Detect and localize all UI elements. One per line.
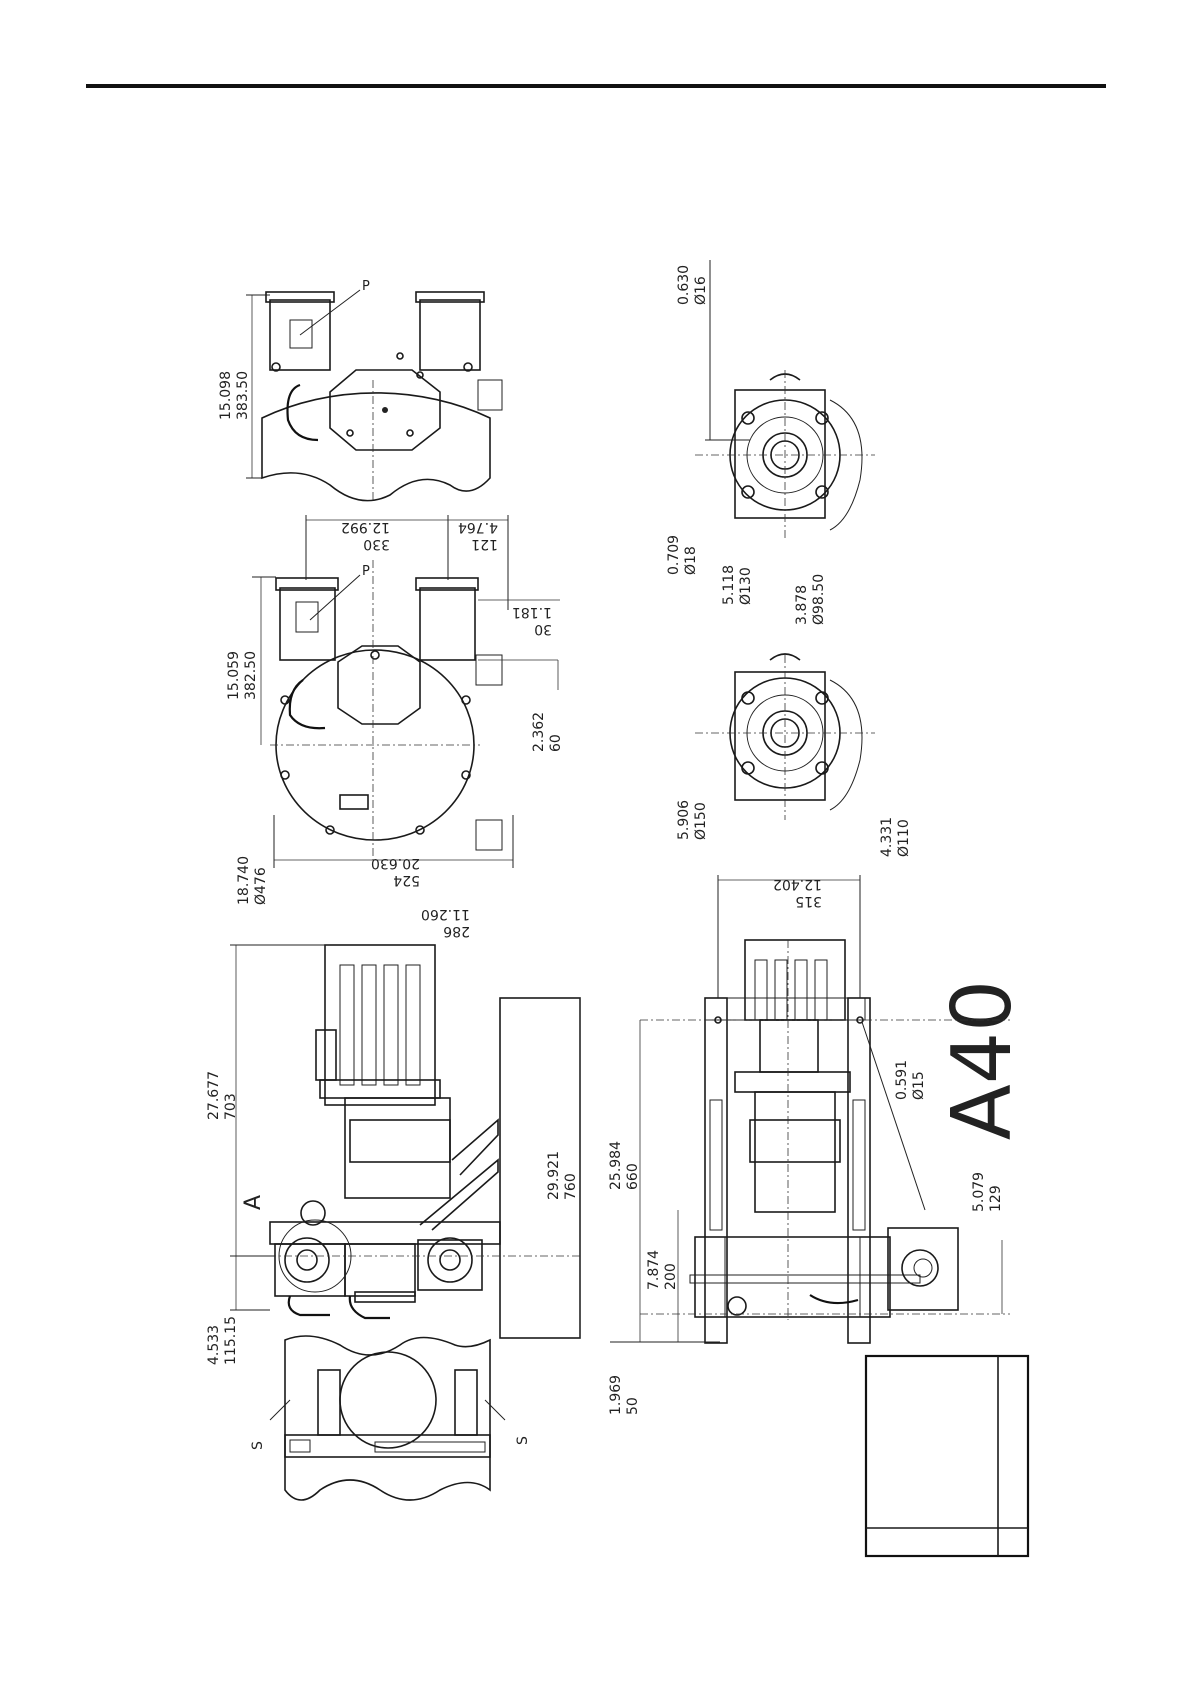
dim-12402: 315 12.402 [773,876,822,909]
label-s-2: S [515,1436,531,1445]
svg-text:25.984: 25.984 [608,1141,624,1190]
svg-text:383.50: 383.50 [235,371,251,420]
svg-text:200: 200 [663,1263,679,1290]
dim-11260: 286 11.260 [421,906,470,939]
svg-text:Ø150: Ø150 [693,802,709,840]
svg-text:Ø130: Ø130 [738,567,754,605]
view-cover-partial: P [246,279,502,501]
svg-text:Ø110: Ø110 [896,819,912,857]
svg-text:60: 60 [548,734,564,752]
svg-text:5.118: 5.118 [721,565,737,605]
dim-15059: 15.059 382.50 [226,651,259,700]
dim-2362: 2.362 60 [531,712,564,752]
svg-text:0.591: 0.591 [894,1060,910,1100]
model-label: A40 [935,980,1030,1140]
dim-4764: 121 4.764 [458,519,498,552]
svg-text:660: 660 [625,1163,641,1190]
svg-text:0.630: 0.630 [676,265,692,305]
dim-20630: 524 20.630 [371,855,420,888]
view-a-marker: A [241,1195,266,1210]
svg-text:524: 524 [393,872,420,888]
label-p-1: P [362,279,370,294]
view-flange-detail-2 [695,654,875,820]
svg-text:7.874: 7.874 [646,1250,662,1290]
svg-text:12.402: 12.402 [773,876,822,892]
svg-text:4.533: 4.533 [206,1325,222,1365]
title-block [866,1356,1028,1556]
svg-text:115.15: 115.15 [223,1316,239,1365]
svg-text:11.260: 11.260 [421,906,470,922]
svg-text:5.079: 5.079 [971,1172,987,1212]
svg-text:382.50: 382.50 [243,651,259,700]
view-base-section: S S [250,1336,531,1500]
svg-text:760: 760 [563,1173,579,1200]
svg-text:129: 129 [988,1185,1004,1212]
view-side-elevation: A [230,945,580,1338]
svg-text:30: 30 [534,621,552,637]
svg-text:50: 50 [625,1397,641,1415]
svg-text:3.878: 3.878 [794,585,810,625]
dim-15098: 15.098 383.50 [218,371,251,420]
svg-text:2.362: 2.362 [531,712,547,752]
dim-0630: 0.630 Ø16 [676,265,709,305]
dim-0591: 0.591 Ø15 [894,1060,927,1100]
svg-text:Ø15: Ø15 [911,1071,927,1100]
svg-text:12.992: 12.992 [341,519,390,535]
svg-text:4.764: 4.764 [458,519,498,535]
svg-text:1.181: 1.181 [512,604,552,620]
svg-text:Ø476: Ø476 [253,867,269,905]
dim-25984: 25.984 660 [608,1141,641,1190]
dim-29921: 29.921 760 [546,1151,579,1200]
svg-text:29.921: 29.921 [546,1151,562,1200]
label-p-2: P [362,564,370,579]
dim-1969: 1.969 50 [608,1375,641,1415]
svg-text:4.331: 4.331 [879,817,895,857]
svg-text:1.969: 1.969 [608,1375,624,1415]
svg-text:20.630: 20.630 [371,855,420,871]
dim-27677: 27.677 703 [206,1071,239,1120]
dim-0709: 0.709 Ø18 [666,535,699,575]
dim-3878: 3.878 Ø98.50 [794,574,827,625]
dim-4331: 4.331 Ø110 [879,817,912,857]
svg-text:330: 330 [363,536,390,552]
svg-text:27.677: 27.677 [206,1071,222,1120]
svg-text:315: 315 [795,893,822,909]
dim-4533: 4.533 115.15 [206,1316,239,1365]
svg-text:18.740: 18.740 [236,856,252,905]
dim-5079: 5.079 129 [971,1172,1004,1212]
svg-text:15.098: 15.098 [218,371,234,420]
svg-text:Ø98.50: Ø98.50 [811,574,827,625]
svg-text:0.709: 0.709 [666,535,682,575]
label-s-1: S [250,1441,266,1450]
dim-7874: 7.874 200 [646,1250,679,1290]
svg-text:5.906: 5.906 [676,800,692,840]
svg-text:Ø18: Ø18 [683,546,699,575]
view-cover-full: P [252,515,560,868]
view-flange-detail-1 [695,260,875,540]
dim-12992: 330 12.992 [341,519,390,552]
svg-text:121: 121 [471,536,498,552]
svg-text:703: 703 [223,1093,239,1120]
svg-text:Ø16: Ø16 [693,276,709,305]
dim-1181: 30 1.181 [512,604,552,637]
dim-18740: 18.740 Ø476 [236,856,269,905]
svg-text:15.059: 15.059 [226,651,242,700]
dim-5906: 5.906 Ø150 [676,800,709,840]
dim-5118: 5.118 Ø130 [721,565,754,605]
svg-text:286: 286 [443,923,470,939]
